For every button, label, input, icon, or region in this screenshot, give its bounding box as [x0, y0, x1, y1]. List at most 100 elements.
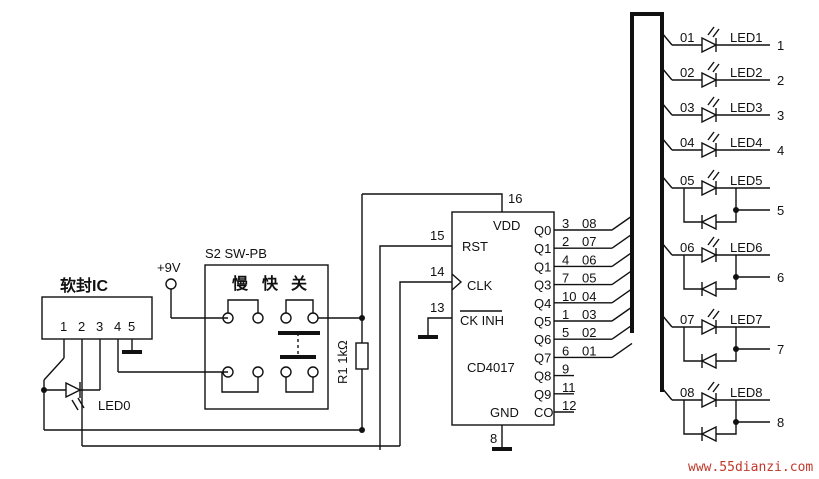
switch-btn-slow: 慢: [232, 275, 249, 293]
output-pin-label: 10: [562, 289, 576, 304]
led-terminal-label: 2: [777, 73, 784, 88]
led-name-label: LED8: [730, 385, 763, 400]
output-name-label: Q6: [534, 332, 551, 347]
resistor-body: [355, 342, 369, 370]
led-name-label: LED1: [730, 30, 763, 45]
led-diode-symbol: [701, 36, 718, 54]
led-diode-symbol: [701, 179, 718, 197]
output-net-label: 08: [582, 216, 596, 231]
output-net-label: 02: [582, 325, 596, 340]
led-light-arrow: [707, 96, 715, 106]
bus-exit: [661, 314, 673, 328]
led-name-label: LED4: [730, 135, 763, 150]
junction-dot: [359, 427, 365, 433]
led-diode-symbol: [701, 71, 718, 89]
led-net-label: 07: [680, 312, 694, 327]
led-net-label: 06: [680, 240, 694, 255]
output-name-label: CO: [534, 405, 554, 420]
output-pin-label: 12: [562, 398, 576, 413]
output-bus: [630, 12, 664, 392]
led-8: 08 LED8 8: [661, 381, 784, 443]
led-terminal-label: 5: [777, 203, 784, 218]
output-net-label: 05: [582, 271, 596, 286]
watermark: www.55dianzi.com: [688, 460, 813, 475]
led-name-label: LED7: [730, 312, 763, 327]
led-terminal-label: 1: [777, 38, 784, 53]
soft-ic-pin-label: 4: [114, 319, 121, 334]
reverse-diode-symbol: [700, 213, 717, 231]
bus-exit: [661, 32, 673, 46]
led-terminal-label: 7: [777, 342, 784, 357]
led-diode-symbol: [701, 246, 718, 264]
led-terminal-label: 6: [777, 270, 784, 285]
soft-ic-pin-label: 1: [60, 319, 67, 334]
output-name-label: Q9: [534, 387, 551, 402]
power-supply: +9V: [157, 260, 222, 319]
output-pin-label: 4: [562, 252, 569, 267]
led0: LED0: [41, 380, 400, 447]
output-name-label: Q3: [534, 278, 551, 293]
output-pin-label: 7: [562, 271, 569, 286]
switch-btn-fast: 快: [262, 274, 279, 293]
led-light-arrow: [707, 131, 715, 141]
led-net-label: 05: [680, 173, 694, 188]
chip-clk-label: CLK: [467, 278, 493, 293]
bus-entry: [611, 233, 633, 249]
led-7: 07 LED7 7: [661, 308, 784, 370]
output-pin-label: 2: [562, 234, 569, 249]
output-pin-label: 6: [562, 343, 569, 358]
output-pin-label: 11: [562, 380, 576, 395]
chip-name: CD4017: [467, 360, 515, 375]
soft-ic-body: [41, 296, 153, 340]
output-pin-label: 1: [562, 307, 569, 322]
led-light-arrow: [707, 236, 715, 246]
output-pin-label: 5: [562, 325, 569, 340]
led-light-arrow: [707, 26, 715, 36]
soft-ic-pin-label: 3: [96, 319, 103, 334]
pin-14: 14: [430, 264, 444, 279]
output-name-label: Q1: [534, 241, 551, 256]
led0-label: LED0: [98, 398, 131, 413]
bus-exit: [661, 102, 673, 116]
soft-ic-pin-label: 2: [78, 319, 85, 334]
led-net-label: 08: [680, 385, 694, 400]
chip-ckinh-label: CK INH: [460, 313, 504, 328]
bus-exit: [661, 387, 673, 401]
cd4017-chip: VDD RST CLK CK INH CD4017 GND 16 15 14 1…: [362, 191, 633, 451]
bus-entry: [611, 342, 633, 358]
led-name-label: LED2: [730, 65, 763, 80]
chip-gnd-label: GND: [490, 405, 519, 420]
bus-entry: [611, 306, 633, 322]
resistor-r1: R1 1kΩ: [335, 194, 369, 433]
led-terminal-label: 8: [777, 415, 784, 430]
led-light-arrow: [707, 169, 715, 179]
output-net-label: 07: [582, 234, 596, 249]
output-name-label: Q0: [534, 223, 551, 238]
pin-15: 15: [430, 228, 444, 243]
led-light-arrow: [707, 308, 715, 318]
led-name-label: LED6: [730, 240, 763, 255]
output-net-label: 06: [582, 252, 596, 267]
output-name-label: Q1: [534, 259, 551, 274]
power-terminal: [165, 278, 177, 290]
reverse-diode-symbol: [700, 280, 717, 298]
switch-label: S2 SW-PB: [205, 246, 267, 261]
clock-input-symbol: [451, 273, 463, 291]
led-name-label: LED3: [730, 100, 763, 115]
bus-entry: [611, 270, 633, 286]
bus-bar: [630, 12, 664, 392]
led-net-label: 03: [680, 100, 694, 115]
pin-13: 13: [430, 300, 444, 315]
led-diode-symbol: [701, 141, 718, 159]
chip-rst-label: RST: [462, 239, 488, 254]
reverse-diode-symbol: [700, 352, 717, 370]
output-name-label: Q4: [534, 296, 551, 311]
led0-diode-symbol: [65, 381, 82, 399]
output-net-label: 04: [582, 289, 596, 304]
